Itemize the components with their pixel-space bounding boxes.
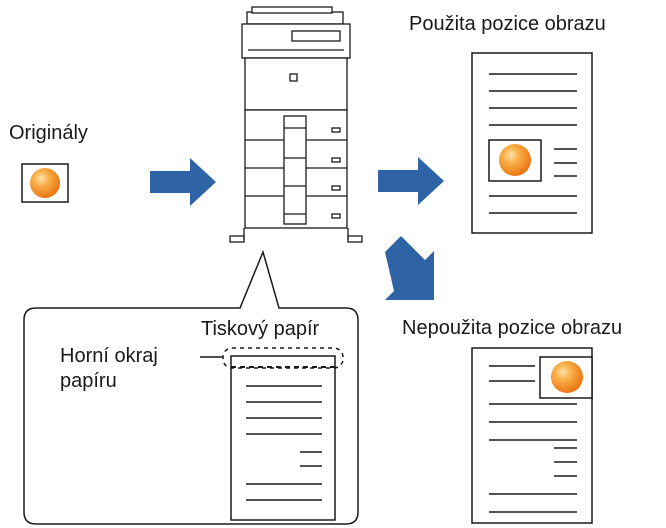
unused-position-label: Nepoužita pozice obrazu — [402, 317, 623, 339]
top-edge-label-line1: Horní okraj — [60, 345, 158, 367]
image-circle-icon — [499, 144, 531, 176]
image-circle-icon — [30, 168, 60, 198]
image-circle-icon — [551, 361, 583, 393]
arrow-right-icon — [378, 157, 444, 205]
original-document — [21, 163, 69, 203]
arrow-down-right-icon — [385, 236, 434, 300]
originals-label: Originály — [9, 122, 88, 144]
print-paper — [222, 347, 344, 521]
top-edge-label-line2: papíru — [60, 370, 117, 392]
print-paper-label: Tiskový papír — [201, 318, 320, 340]
output-document-unused — [471, 347, 593, 524]
output-document-used — [471, 52, 593, 234]
multifunction-printer-icon — [229, 6, 363, 243]
used-position-label: Použita pozice obrazu — [409, 13, 606, 35]
arrow-right-icon — [150, 158, 216, 206]
